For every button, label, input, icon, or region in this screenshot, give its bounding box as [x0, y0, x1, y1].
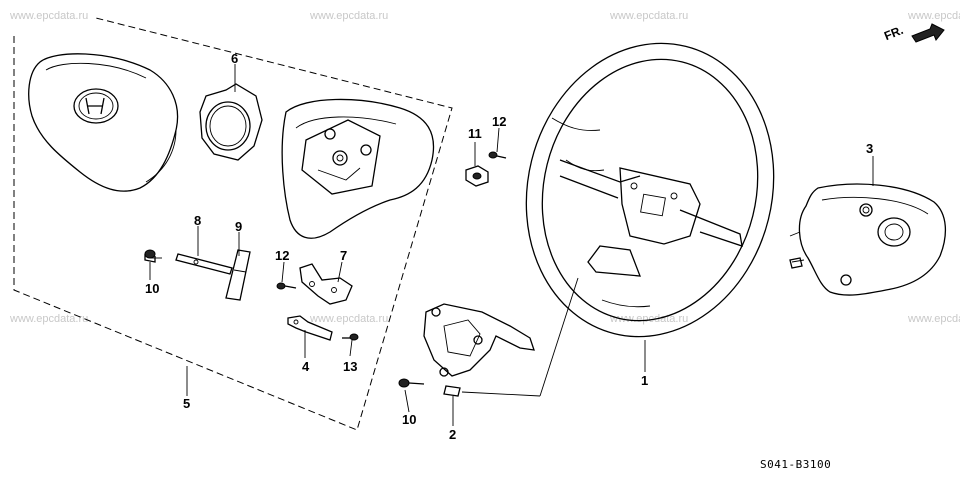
watermark-text: www.epcdata.ru: [10, 313, 89, 325]
callout-part-1: 1: [641, 373, 649, 388]
bracket-icon: [287, 315, 333, 341]
horn-pad-icon: [199, 83, 263, 161]
leader-lines: [149, 64, 874, 426]
bolt-icon: [342, 333, 359, 341]
callout-part-11: 11: [468, 126, 482, 141]
callout-part-10: 10: [402, 412, 417, 427]
callout-part-7: 7: [340, 248, 348, 263]
callout-part-9: 9: [235, 219, 243, 234]
callout-part-8: 8: [194, 213, 202, 228]
honda-emblem-icon: [73, 88, 119, 124]
callout-part-12: 12: [492, 114, 507, 129]
watermark-text: www.epcdata.ru: [610, 10, 689, 22]
watermark-text: www.epcdata.ru: [908, 10, 960, 22]
nut-icon: [465, 165, 489, 187]
watermark-text: www.epcdata.ru: [10, 10, 89, 22]
steering-wheel-icon: [525, 42, 775, 338]
callout-part-10: 10: [145, 281, 160, 296]
callout-part-6: 6: [231, 51, 239, 66]
watermark-text: www.epcdata.ru: [908, 313, 960, 325]
bracket-icon: [299, 263, 353, 305]
bracket-icon: [175, 253, 233, 275]
callout-part-13: 13: [343, 359, 358, 374]
bolt-icon: [276, 282, 297, 290]
callout-part-5: 5: [183, 396, 191, 411]
airbag-cover-icon: [281, 98, 435, 239]
forward-arrow-icon: [911, 23, 945, 43]
callout-part-2: 2: [449, 427, 457, 442]
callout-part-12: 12: [275, 248, 290, 263]
watermark-text: www.epcdata.ru: [310, 10, 389, 22]
watermark-text: www.epcdata.ru: [310, 313, 389, 325]
callout-part-4: 4: [302, 359, 310, 374]
bracket-icon: [225, 249, 251, 301]
bolt-icon: [144, 249, 162, 263]
airbag-module-icon: [789, 183, 946, 296]
exploded-view-boundary: [13, 17, 453, 431]
callout-part-3: 3: [866, 141, 874, 156]
bolt-icon: [398, 378, 425, 388]
bracket-icon: [423, 303, 535, 397]
diagram-code: S041-B3100: [760, 458, 832, 471]
airbag-cover-icon: [28, 53, 179, 192]
bolt-icon: [488, 151, 507, 159]
